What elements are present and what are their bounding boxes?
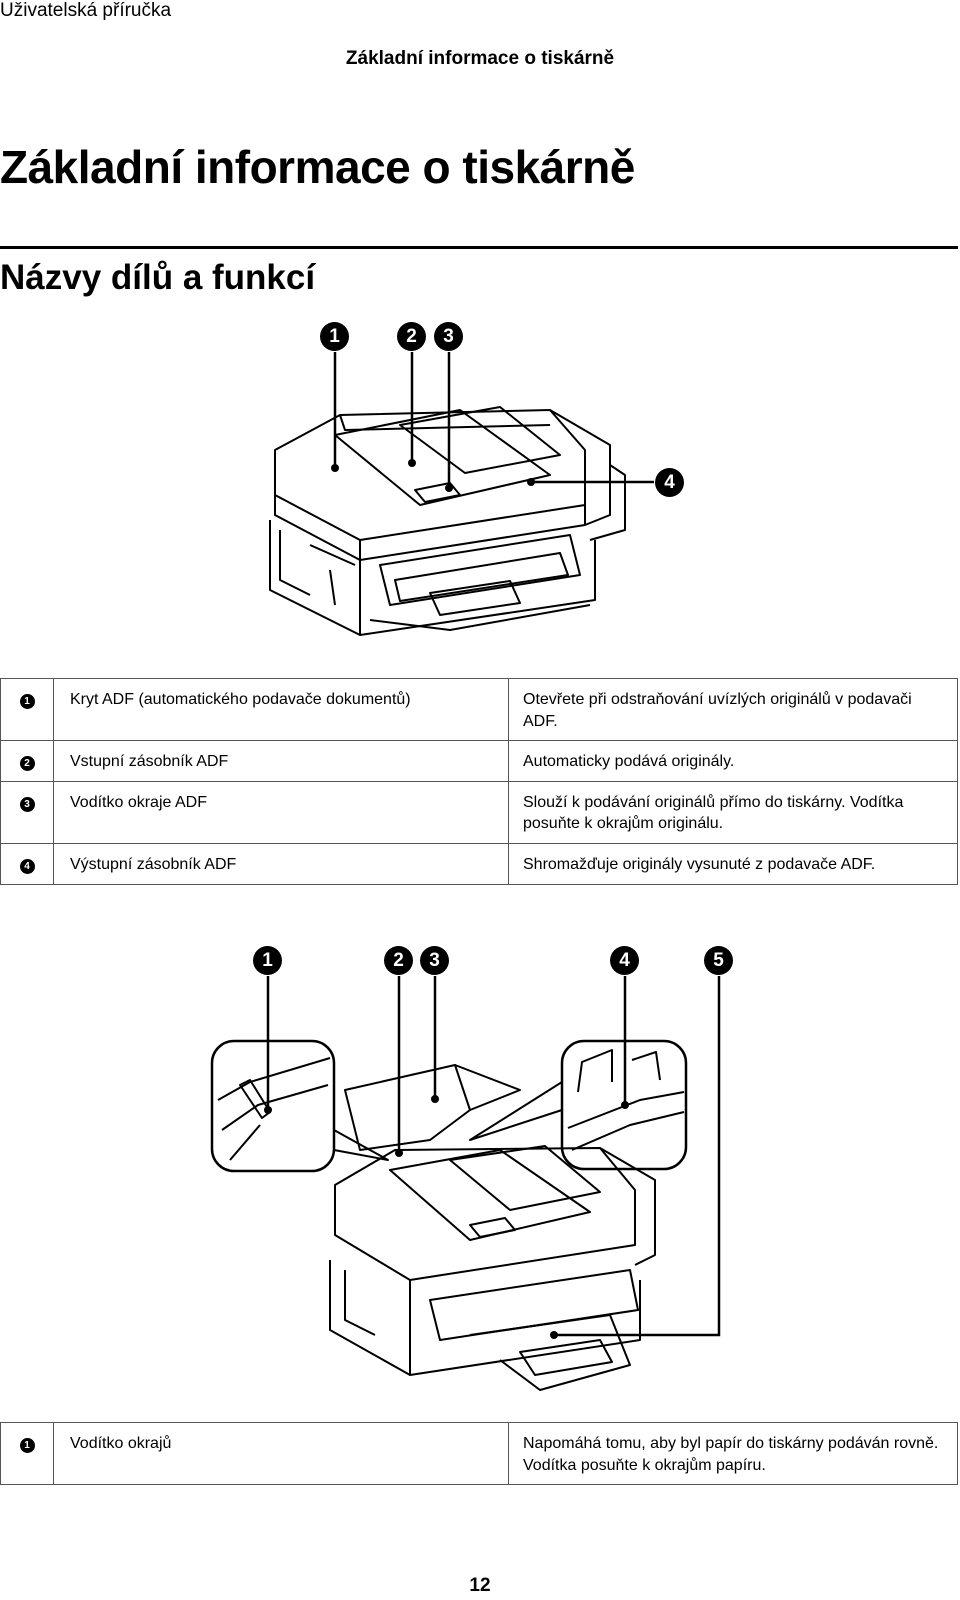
callout-5: 5 [704, 946, 733, 975]
callout-1: 1 [253, 946, 282, 975]
page-number: 12 [469, 1575, 491, 1596]
part-description: Napomáhá tomu, aby byl papír do tiskárny… [508, 1421, 958, 1486]
part-name: Kryt ADF (automatického podavače dokumen… [53, 677, 509, 742]
printer-paper-feed-illustration [210, 1039, 688, 1391]
part-name: Vodítko okraje ADF [53, 780, 509, 844]
row-number-badge: 1 [19, 694, 35, 710]
callout-4: 4 [610, 946, 639, 975]
callout-3: 3 [434, 322, 463, 351]
parts-table-1: 1 Kryt ADF (automatického podavače dokum… [0, 677, 958, 885]
figure1-leader-lines [331, 352, 654, 492]
callout-1: 1 [320, 322, 349, 351]
section-title: Názvy dílů a funkcí [0, 258, 316, 297]
section-divider [0, 246, 958, 249]
callout-4: 4 [655, 468, 684, 497]
callout-2: 2 [384, 946, 413, 975]
parts-table-2: 1 Vodítko okrajů Napomáhá tomu, aby byl … [0, 1421, 958, 1486]
part-name: Vodítko okrajů [53, 1421, 509, 1486]
running-header: Základní informace o tiskárně [345, 48, 615, 69]
part-description: Slouží k podávání originálů přímo do tis… [508, 780, 958, 844]
table-row: 1 Kryt ADF (automatického podavače dokum… [0, 677, 958, 742]
table-row: 4 Výstupní zásobník ADF Shromažďuje orig… [0, 842, 958, 885]
row-number-badge: 2 [19, 756, 35, 772]
table-row: 2 Vstupní zásobník ADF Automaticky podáv… [0, 740, 958, 782]
table-row: 3 Vodítko okraje ADF Slouží k podávání o… [0, 780, 958, 844]
table-row: 1 Vodítko okrajů Napomáhá tomu, aby byl … [0, 1421, 958, 1486]
part-description: Otevřete při odstraňování uvízlých origi… [508, 677, 958, 742]
row-number-badge: 3 [19, 797, 35, 813]
manual-title: Uživatelská příručka [0, 0, 172, 21]
part-description: Shromažďuje originály vysunuté z podavač… [508, 842, 958, 885]
part-description: Automaticky podává originály. [508, 740, 958, 782]
part-name: Vstupní zásobník ADF [53, 740, 509, 782]
row-number-badge: 4 [19, 859, 35, 875]
chapter-title: Základní informace o tiskárně [0, 141, 635, 193]
row-number-badge: 1 [19, 1438, 35, 1454]
callout-3: 3 [420, 946, 449, 975]
callout-2: 2 [397, 322, 426, 351]
part-name: Výstupní zásobník ADF [53, 842, 509, 885]
figure2-leader-lines [264, 976, 721, 1339]
printer-adf-illustration [269, 406, 626, 636]
